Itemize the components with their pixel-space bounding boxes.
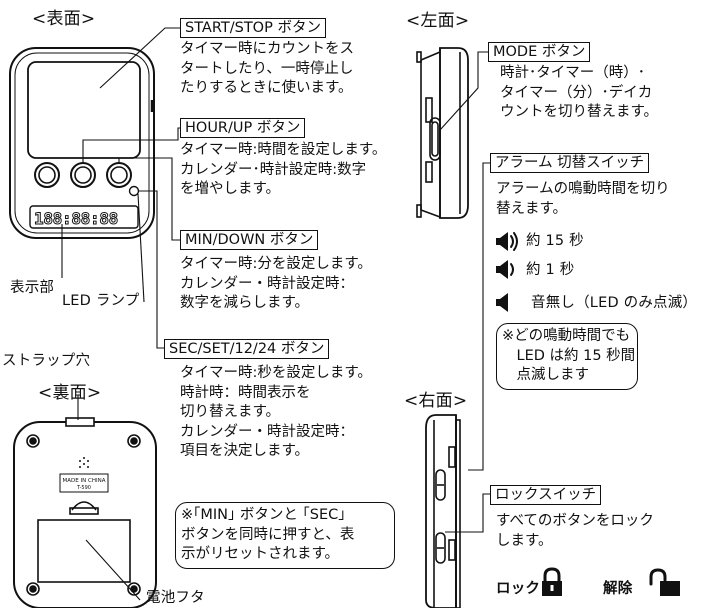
left-device	[416, 47, 469, 219]
led-lamp-label: LED ランプ	[62, 293, 140, 309]
hour-up-text: タイマー時:時間を設定します。 カレンダー･時計設定時:数字 を増やします。	[180, 142, 387, 197]
mode-text: 時計･タイマー（時）･ タイマー（分）･デイカ ウントを切り替えます。	[500, 65, 659, 120]
lock-switch-label: ロックスイッチ	[490, 485, 602, 505]
battery-cover-label: 電池フタ	[146, 590, 205, 606]
sec-set-label: SEC/SET/12/24 ボタン	[164, 339, 330, 359]
front-lcd: 188:88:88	[34, 209, 118, 228]
alarm-note: ※どの鳴動時間でも LED は約 15 秒間 点滅します	[496, 323, 638, 390]
back-made-in: MADE IN CHINA	[63, 478, 106, 484]
lock-switch-text: すべてのボタンをロック します。	[496, 513, 654, 549]
back-model: T-590	[76, 485, 91, 491]
unlock-state-label: 解除	[603, 581, 633, 597]
lock-state-label: ロック	[496, 581, 541, 597]
reset-note: ※｢MIN｣ ボタンと ｢SEC｣ ボタンを同時に押すと、表 示がリセットされま…	[175, 502, 395, 569]
min-down-text: タイマー時:分を設定します。 カレンダー・時計設定時： 数字を減らします。	[180, 256, 372, 311]
back-view-title: <裏面>	[38, 383, 102, 403]
alarm-option-3: 音無し（LED のみ点滅）	[531, 295, 698, 311]
left-view-title: <左面>	[406, 11, 470, 31]
start-stop-label: START/STOP ボタン	[180, 18, 326, 38]
start-stop-text: タイマー時にカウントをス タートしたり、一時停止し たりするときに使います。	[180, 41, 354, 96]
hour-up-label: HOUR/UP ボタン	[180, 118, 306, 138]
right-device	[425, 414, 461, 608]
alarm-option-1: 約 15 秒	[526, 233, 584, 249]
back-device	[13, 417, 157, 608]
min-down-label: MIN/DOWN ボタン	[180, 230, 319, 250]
speaker-loud-icon	[496, 232, 518, 251]
sec-set-text: タイマー時:秒を設定します。 時計時：時間表示を 切り替えます。 カレンダー・時…	[180, 365, 372, 459]
front-view-title: <表面>	[32, 9, 96, 29]
speaker-medium-icon	[496, 260, 514, 279]
display-label: 表示部	[10, 280, 55, 296]
alarm-switch-text: アラームの鳴動時間を切り 替えます。	[496, 181, 670, 217]
speaker-mute-icon	[496, 293, 508, 312]
leader-lines	[61, 27, 490, 601]
right-view-title: <右面>	[404, 391, 468, 411]
strap-hole-label: ストラップ穴	[2, 353, 91, 369]
padlock-open-icon	[649, 568, 680, 596]
padlock-closed-icon	[542, 567, 562, 596]
mode-label: MODE ボタン	[488, 42, 591, 62]
alarm-option-2: 約 1 秒	[526, 262, 575, 278]
alarm-switch-label: アラーム 切替スイッチ	[490, 153, 650, 173]
